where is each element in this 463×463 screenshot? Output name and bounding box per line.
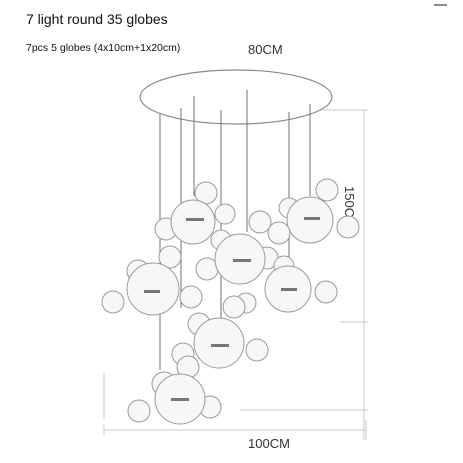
dimension-bottom-width: 100CM	[248, 436, 290, 451]
minimize-icon[interactable]	[434, 4, 447, 6]
product-title: 7 light round 35 globes	[26, 11, 168, 27]
dimension-top-diameter: 80CM	[248, 42, 283, 57]
product-subtitle: 7pcs 5 globes (4x10cm+1x20cm)	[26, 42, 181, 54]
dimension-lines	[103, 109, 368, 440]
ceiling-canopy	[139, 69, 333, 125]
globe-clusters	[101, 178, 360, 425]
